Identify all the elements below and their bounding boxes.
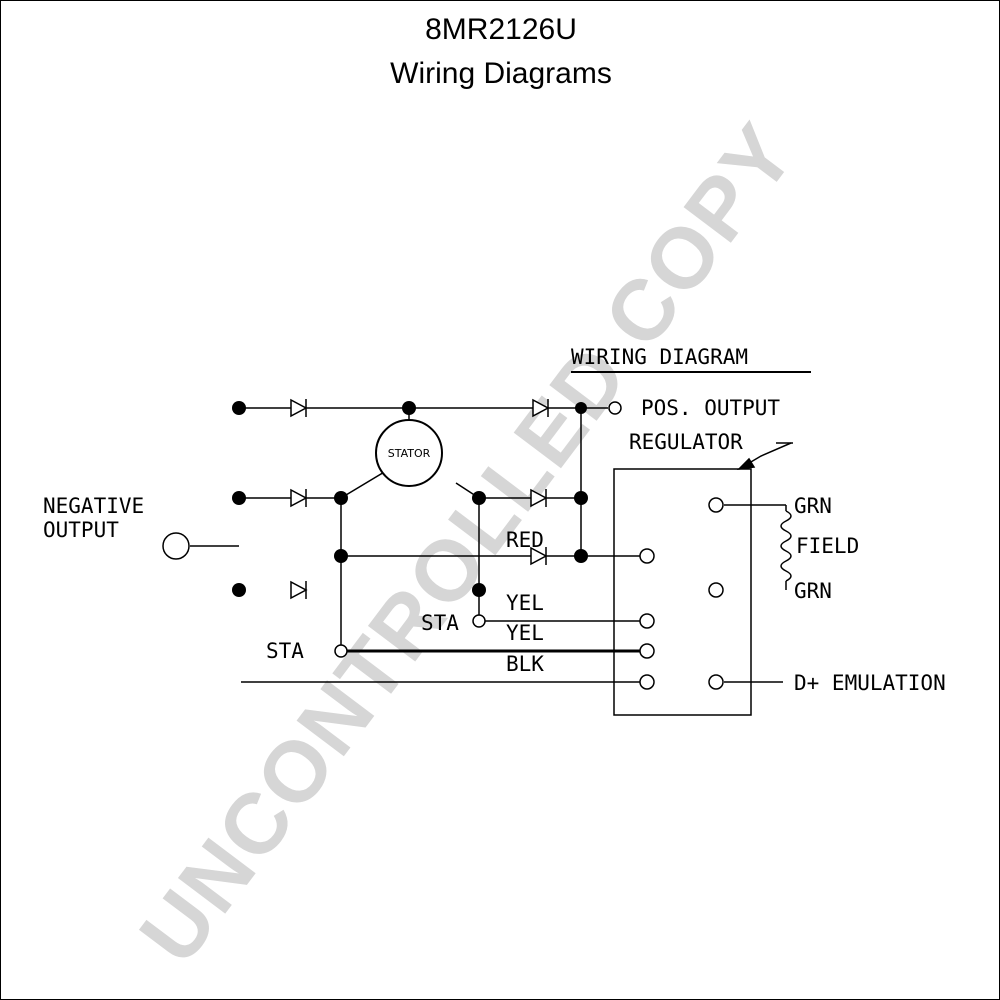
sta-label-2: STA — [266, 639, 304, 663]
field-label: FIELD — [796, 534, 859, 558]
stator-label: STATOR — [388, 447, 431, 460]
output-label: OUTPUT — [43, 518, 119, 542]
diode-icon — [290, 398, 308, 418]
watermark: UNCONTROLLED COPY — [122, 106, 814, 981]
sta-label-1: STA — [421, 611, 459, 635]
page-title: 8MR2126U — [425, 13, 577, 46]
diode-icon — [530, 546, 548, 566]
yel-label-1: YEL — [506, 591, 544, 615]
pos-output-label: POS. OUTPUT — [641, 396, 780, 420]
diagram-heading: WIRING DIAGRAM — [571, 345, 748, 369]
terminals — [162, 401, 724, 690]
field-coil — [780, 510, 792, 582]
diode-icon — [290, 488, 308, 508]
regulator-box — [613, 468, 752, 716]
yel-label-2: YEL — [506, 621, 544, 645]
negative-label: NEGATIVE — [43, 494, 144, 518]
stator-circle — [375, 419, 443, 487]
blk-label: BLK — [506, 652, 544, 676]
grn-label-2: GRN — [794, 579, 832, 603]
diode-icon — [290, 580, 308, 600]
diodes — [290, 398, 550, 600]
grn-label-1: GRN — [794, 494, 832, 518]
diode-icon — [530, 488, 548, 508]
red-label: RED — [506, 528, 544, 552]
d-plus-emulation-label: D+ EMULATION — [794, 671, 946, 695]
diode-icon — [532, 398, 550, 418]
junction-dots — [232, 401, 588, 597]
regulator-label: REGULATOR — [629, 430, 743, 454]
page-subtitle: Wiring Diagrams — [390, 57, 612, 90]
regulator-arrow — [736, 442, 793, 471]
